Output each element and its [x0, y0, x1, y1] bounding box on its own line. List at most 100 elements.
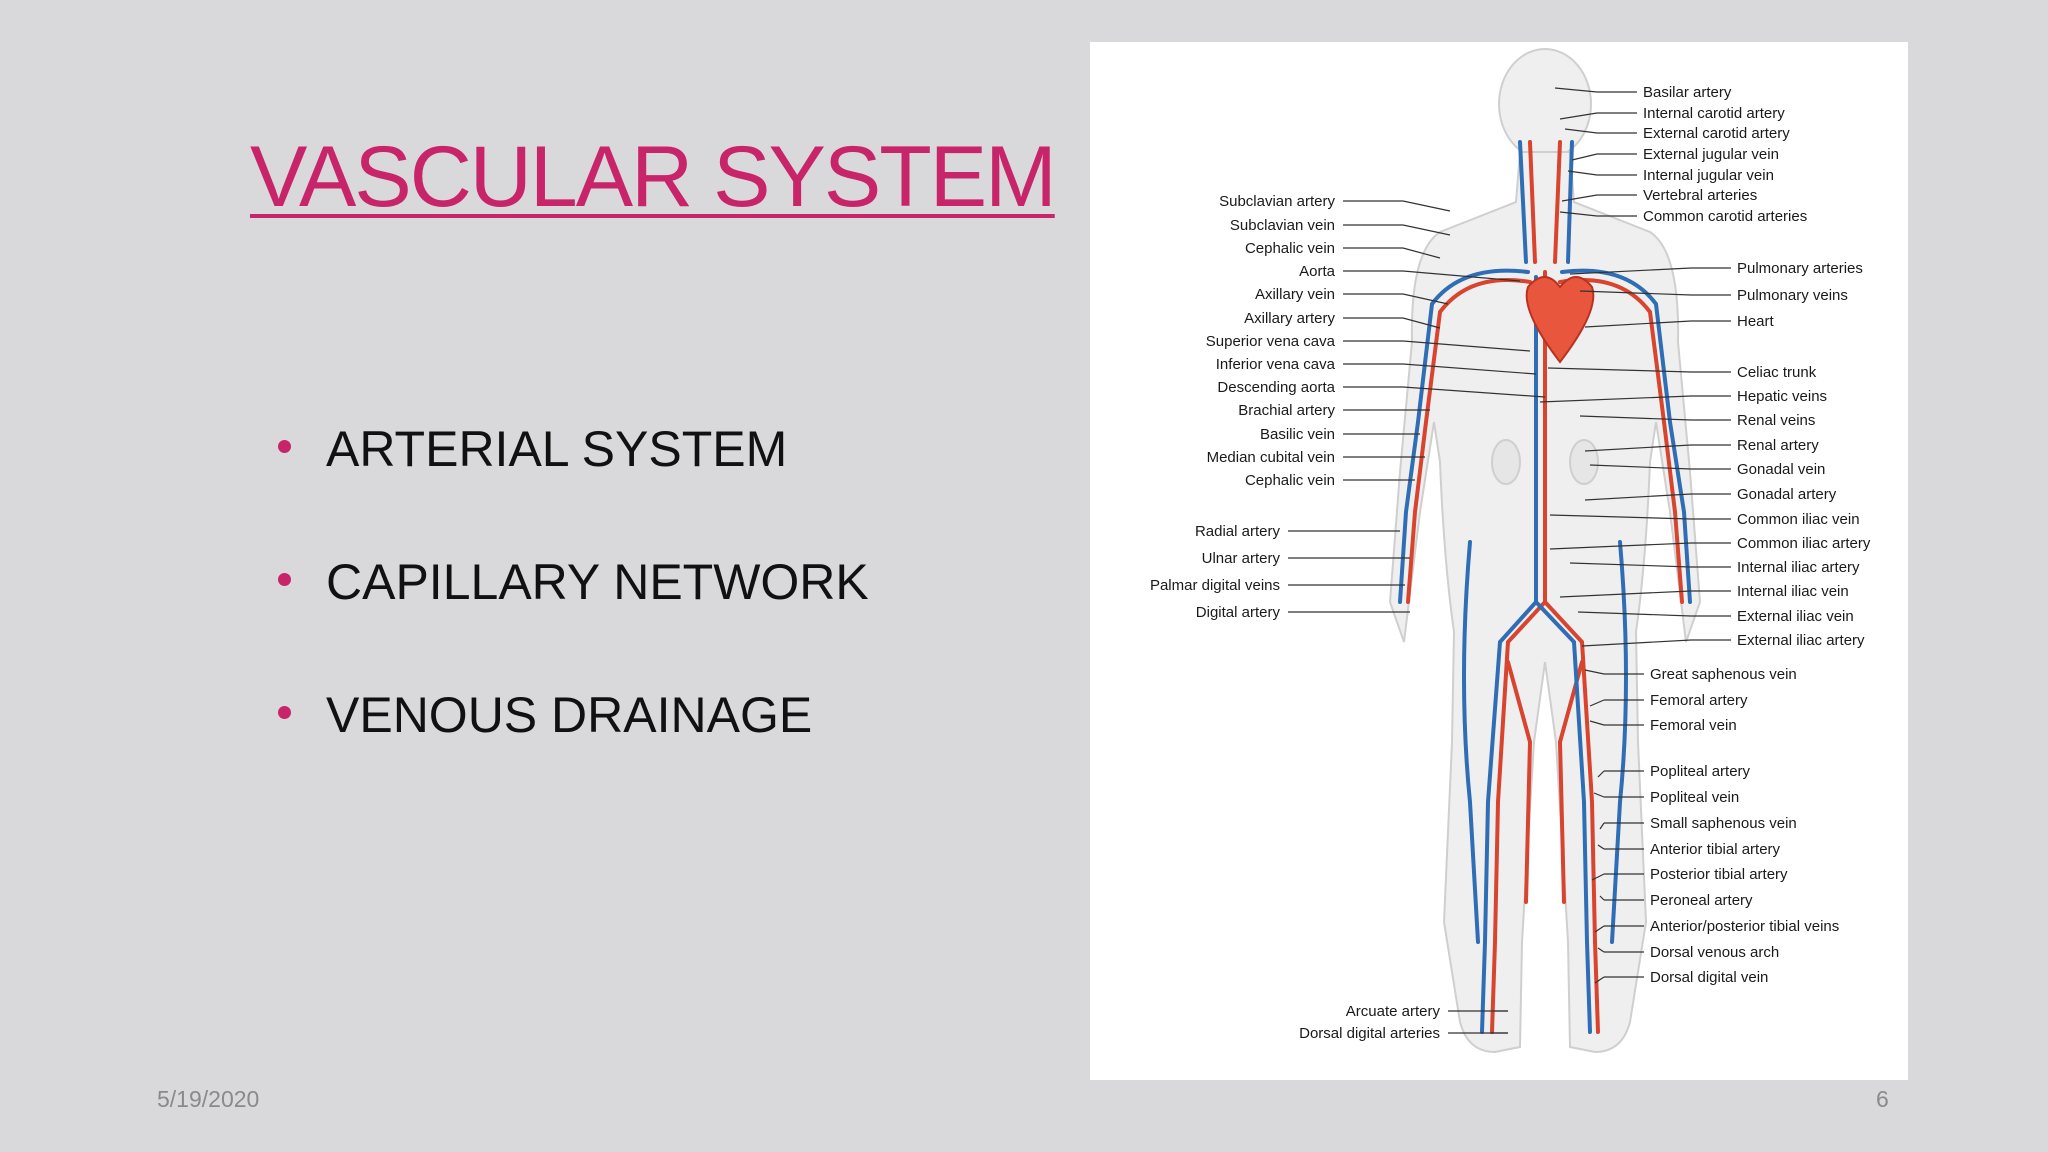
- slide-page-number: 6: [1876, 1086, 1889, 1112]
- diagram-label-right: Anterior tibial artery: [1650, 841, 1781, 858]
- diagram-label-right: Posterior tibial artery: [1650, 866, 1788, 883]
- diagram-label-right: Internal carotid artery: [1643, 105, 1785, 122]
- leader-line: [1549, 542, 1692, 550]
- diagram-label-left: Median cubital vein: [1207, 449, 1335, 466]
- diagram-label-right: Internal iliac vein: [1737, 583, 1849, 600]
- leader-line: [1559, 112, 1598, 120]
- diagram-label-left: Radial artery: [1195, 523, 1281, 540]
- leader-line: [1402, 317, 1441, 329]
- leader-line: [1581, 639, 1692, 647]
- diagram-label-left: Subclavian artery: [1219, 193, 1335, 210]
- diagram-label-right: Great saphenous vein: [1650, 666, 1797, 683]
- diagram-label-right: Dorsal venous arch: [1650, 944, 1779, 961]
- kidney-right-icon: [1569, 439, 1599, 485]
- diagram-label-right: Dorsal digital vein: [1650, 969, 1768, 986]
- diagram-label-right: Common carotid arteries: [1643, 208, 1807, 225]
- leader-line: [1567, 170, 1598, 176]
- leader-line: [1599, 822, 1605, 830]
- diagram-label-right: External carotid artery: [1643, 125, 1790, 142]
- bullet-list: ARTERIAL SYSTEM CAPILLARY NETWORK VENOUS…: [278, 420, 869, 819]
- bullet-dot-icon: [278, 573, 291, 586]
- diagram-label-right: Small saphenous vein: [1650, 815, 1797, 832]
- diagram-label-left: Superior vena cava: [1206, 333, 1336, 350]
- leader-line: [1547, 367, 1692, 373]
- leader-line: [1584, 444, 1692, 452]
- diagram-label-left: Cephalic vein: [1245, 240, 1335, 257]
- leader-lines: [1288, 87, 1731, 1034]
- diagram-label-left: Axillary artery: [1244, 310, 1335, 327]
- bullet-dot-icon: [278, 706, 291, 719]
- diagram-label-right: Internal iliac artery: [1737, 559, 1860, 576]
- leader-line: [1402, 340, 1531, 352]
- leader-line: [1593, 792, 1605, 798]
- kidney-left-icon: [1491, 439, 1521, 485]
- diagram-label-right: Renal veins: [1737, 412, 1815, 429]
- leader-line: [1594, 925, 1605, 933]
- bullet-text: CAPILLARY NETWORK: [326, 554, 869, 610]
- leader-line: [1402, 200, 1451, 212]
- leader-line: [1559, 590, 1692, 598]
- leader-line: [1549, 514, 1692, 520]
- slide-title: VASCULAR SYSTEM: [250, 129, 1057, 225]
- leader-line: [1584, 320, 1692, 328]
- leader-line: [1402, 386, 1546, 398]
- diagram-label-left: Dorsal digital arteries: [1299, 1025, 1440, 1042]
- diagram-label-right: Gonadal vein: [1737, 461, 1825, 478]
- diagram-label-right: Vertebral arteries: [1643, 187, 1757, 204]
- diagram-label-right: Heart: [1737, 313, 1775, 330]
- heart-icon: [1525, 276, 1595, 364]
- diagram-label-left: Arcuate artery: [1346, 1003, 1441, 1020]
- leader-line: [1539, 395, 1692, 403]
- diagram-label-right: External iliac vein: [1737, 608, 1854, 625]
- bullet-item: CAPILLARY NETWORK: [278, 553, 869, 686]
- bullet-dot-icon: [278, 440, 291, 453]
- leader-line: [1597, 947, 1605, 953]
- leader-line: [1594, 976, 1605, 984]
- diagram-label-right: External iliac artery: [1737, 632, 1865, 649]
- diagram-label-left: Basilic vein: [1260, 426, 1335, 443]
- leader-line: [1561, 194, 1598, 202]
- diagram-label-right: Pulmonary arteries: [1737, 260, 1863, 277]
- bullet-item: VENOUS DRAINAGE: [278, 686, 869, 819]
- diagram-label-right: Anterior/posterior tibial veins: [1650, 918, 1839, 935]
- diagram-label-left: Aorta: [1299, 263, 1336, 280]
- leader-line: [1584, 493, 1692, 501]
- leader-line: [1571, 153, 1598, 161]
- diagram-label-right: Common iliac artery: [1737, 535, 1871, 552]
- bullet-text: ARTERIAL SYSTEM: [326, 421, 788, 477]
- slide-date: 5/19/2020: [157, 1086, 260, 1112]
- diagram-label-left: Digital artery: [1196, 604, 1281, 621]
- leader-line: [1402, 270, 1521, 282]
- leader-line: [1569, 562, 1692, 568]
- diagram-label-right: Renal artery: [1737, 437, 1819, 454]
- diagram-label-left: Axillary vein: [1255, 286, 1335, 303]
- bullet-text: VENOUS DRAINAGE: [326, 687, 813, 743]
- diagram-label-right: Celiac trunk: [1737, 364, 1817, 381]
- diagram-label-right: External jugular vein: [1643, 146, 1779, 163]
- diagram-label-left: Palmar digital veins: [1150, 577, 1280, 594]
- diagram-label-right: Femoral vein: [1650, 717, 1737, 734]
- diagram-label-right: Popliteal vein: [1650, 789, 1739, 806]
- diagram-label-left: Ulnar artery: [1202, 550, 1281, 567]
- leader-line: [1402, 247, 1441, 259]
- diagram-label-right: Hepatic veins: [1737, 388, 1827, 405]
- leader-line: [1564, 128, 1598, 134]
- leader-line: [1591, 873, 1605, 881]
- diagram-label-right: Gonadal artery: [1737, 486, 1837, 503]
- diagram-label-left: Cephalic vein: [1245, 472, 1335, 489]
- leader-line: [1589, 464, 1692, 470]
- leader-line: [1402, 224, 1451, 236]
- diagram-label-right: Common iliac vein: [1737, 511, 1860, 528]
- leader-line: [1402, 363, 1537, 375]
- diagram-label-right: Basilar artery: [1643, 84, 1732, 101]
- leader-line: [1579, 290, 1692, 296]
- diagram-label-right: Internal jugular vein: [1643, 167, 1774, 184]
- veins: [1398, 140, 1692, 1034]
- leader-line: [1554, 87, 1598, 93]
- leader-line: [1579, 415, 1692, 421]
